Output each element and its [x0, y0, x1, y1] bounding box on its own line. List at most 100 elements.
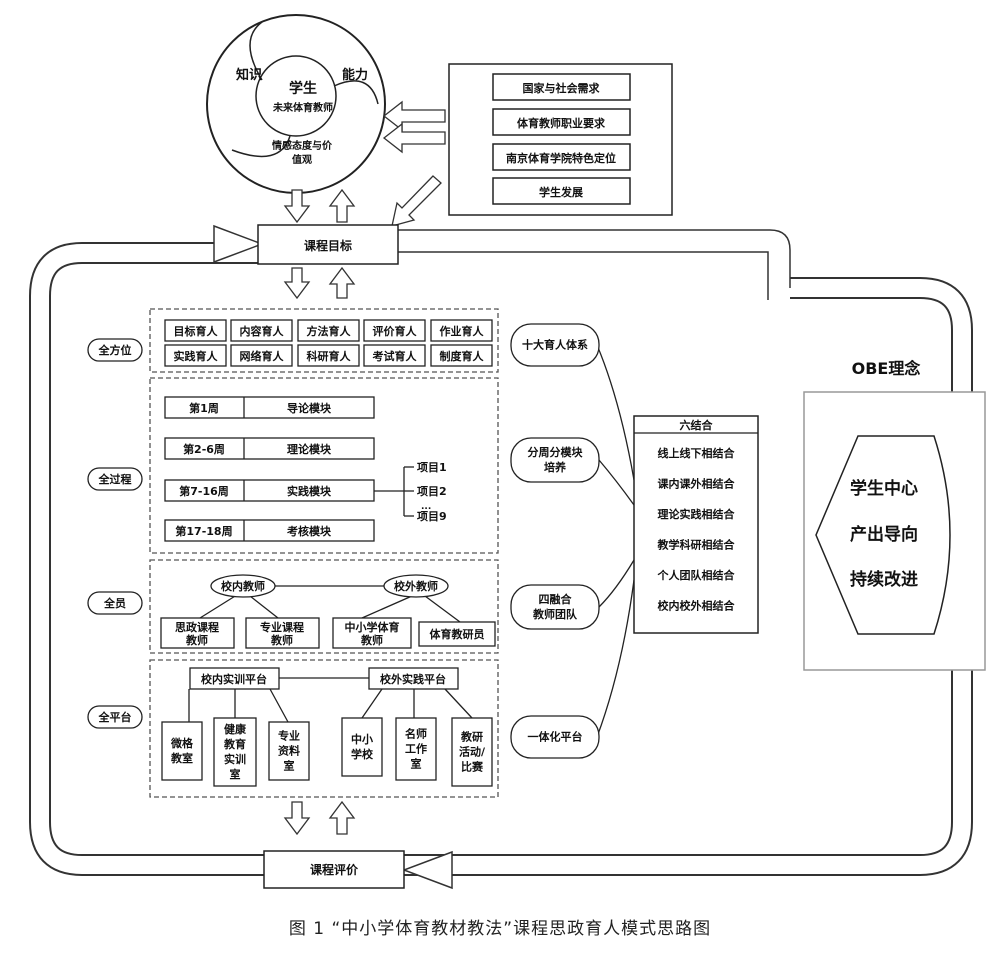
- svg-text:作业育人: 作业育人: [440, 324, 485, 338]
- svg-text:教室: 教室: [170, 751, 193, 765]
- svg-text:学校: 学校: [351, 747, 374, 761]
- ten-education-item: 制度育人: [430, 344, 493, 367]
- svg-text:体育教师职业要求: 体育教师职业要求: [517, 116, 606, 130]
- svg-text:微格: 微格: [170, 736, 194, 750]
- week-label: 第17-18周: [175, 524, 232, 538]
- circle-ability: 能力: [342, 67, 368, 83]
- all-platform-section: [149, 659, 499, 798]
- all-direction-section: [149, 308, 499, 373]
- obe-arrow-shape: [815, 435, 951, 635]
- ten-education-item: 科研育人: [297, 344, 360, 367]
- teacher-sub-box: 中小学体育 教师: [332, 617, 412, 649]
- svg-text:活动/: 活动/: [459, 745, 486, 759]
- student-circle: 学生 未来体育教师 知识 能力 情感态度与价 值观: [206, 14, 386, 194]
- svg-text:课程评价: 课程评价: [310, 862, 359, 877]
- svg-text:校内教师: 校内教师: [221, 579, 265, 593]
- svg-text:全方位: 全方位: [98, 343, 132, 357]
- week-label: 第1周: [189, 401, 219, 415]
- svg-text:名师: 名师: [405, 727, 427, 741]
- svg-text:工作: 工作: [405, 742, 427, 756]
- requirement-item: 体育教师职业要求: [492, 108, 631, 136]
- svg-text:比赛: 比赛: [461, 760, 484, 774]
- platform-tree-lines: [188, 677, 473, 723]
- ten-education-item: 实践育人: [164, 344, 227, 367]
- svg-text:专业课程: 专业课程: [260, 620, 304, 634]
- svg-text:培养: 培养: [544, 460, 567, 474]
- svg-text:教育: 教育: [223, 737, 246, 751]
- obe-item: 持续改进: [850, 569, 918, 590]
- right-pill: 十大育人体系: [510, 323, 600, 367]
- svg-text:健康: 健康: [224, 722, 247, 736]
- side-label: 全平台: [87, 705, 143, 729]
- week-row: 第1周 导论模块: [164, 396, 375, 419]
- svg-text:南京体育学院特色定位: 南京体育学院特色定位: [506, 151, 616, 165]
- module-label: 理论模块: [287, 442, 332, 456]
- svg-text:全员: 全员: [103, 596, 126, 610]
- teacher-sub-box: 体育教研员: [418, 621, 496, 647]
- goal-content-arrows: [283, 266, 356, 300]
- project-label: 项目9: [417, 510, 447, 523]
- project-bracket: [374, 466, 414, 517]
- svg-text:目标育人: 目标育人: [174, 324, 219, 338]
- svg-text:内容育人: 内容育人: [240, 324, 285, 338]
- project-label: 项目2: [417, 485, 447, 498]
- svg-text:室: 室: [411, 757, 422, 771]
- svg-text:资料: 资料: [278, 744, 300, 758]
- svg-text:教师: 教师: [270, 633, 293, 647]
- side-label: 全过程: [87, 467, 143, 491]
- svg-text:校内实训平台: 校内实训平台: [201, 672, 267, 686]
- svg-text:专业: 专业: [278, 729, 300, 743]
- svg-text:室: 室: [230, 767, 241, 781]
- circle-goal-arrows: [283, 188, 356, 224]
- loop-arrowhead-icon: [213, 224, 265, 264]
- side-label: 全方位: [87, 338, 143, 362]
- svg-text:中小学体育: 中小学体育: [345, 620, 400, 634]
- svg-text:考试育人: 考试育人: [373, 349, 418, 363]
- svg-text:教师: 教师: [360, 633, 383, 647]
- teacher-sub-box: 思政课程 教师: [160, 617, 235, 649]
- requirements-to-goal-arrow: [391, 175, 442, 227]
- requirement-item: 国家与社会需求: [492, 73, 631, 101]
- ten-education-item: 评价育人: [363, 319, 426, 342]
- svg-text:评价育人: 评价育人: [373, 324, 418, 338]
- module-label: 导论模块: [287, 401, 332, 415]
- pill-connectors: [596, 344, 635, 738]
- svg-text:教研: 教研: [460, 730, 483, 744]
- svg-text:校外实践平台: 校外实践平台: [380, 672, 446, 686]
- svg-text:教师团队: 教师团队: [532, 607, 578, 621]
- svg-text:全过程: 全过程: [98, 472, 132, 486]
- svg-text:体育教研员: 体育教研员: [430, 627, 485, 641]
- svg-text:思政课程: 思政课程: [175, 620, 219, 634]
- week-row: 第7-16周实践模块: [164, 479, 375, 502]
- svg-text:科研育人: 科研育人: [307, 349, 352, 363]
- svg-text:方法育人: 方法育人: [307, 324, 352, 338]
- svg-text:教师: 教师: [185, 633, 208, 647]
- week-label: 第2-6周: [183, 442, 225, 456]
- six-combination-title: 六结合: [680, 418, 714, 432]
- ten-education-item: 内容育人: [230, 319, 293, 342]
- ten-education-item: 网络育人: [230, 344, 293, 367]
- six-combination-item: 校内校外相结合: [658, 599, 736, 613]
- ten-education-item: 作业育人: [430, 319, 493, 342]
- right-pill: 一体化平台: [510, 715, 600, 759]
- week-row: 第2-6周 理论模块: [164, 437, 375, 460]
- svg-text:实践育人: 实践育人: [174, 349, 219, 363]
- requirement-item: 学生发展: [492, 177, 631, 205]
- course-eval-box: 课程评价: [263, 850, 405, 889]
- ten-education-item: 考试育人: [363, 344, 426, 367]
- circle-attitude-2: 值观: [292, 153, 312, 166]
- svg-text:四融合: 四融合: [539, 592, 573, 606]
- circle-center-subtitle: 未来体育教师: [272, 101, 333, 114]
- all-process-section: [149, 377, 499, 554]
- obe-item: 产出导向: [850, 524, 918, 545]
- svg-text:校外教师: 校外教师: [394, 579, 438, 593]
- six-combination-item: 理论实践相结合: [658, 507, 736, 521]
- svg-text:制度育人: 制度育人: [440, 349, 485, 363]
- svg-text:全平台: 全平台: [98, 710, 132, 724]
- figure-caption: 图 1 “中小学体育教材教法”课程思政育人模式思路图: [288, 919, 712, 939]
